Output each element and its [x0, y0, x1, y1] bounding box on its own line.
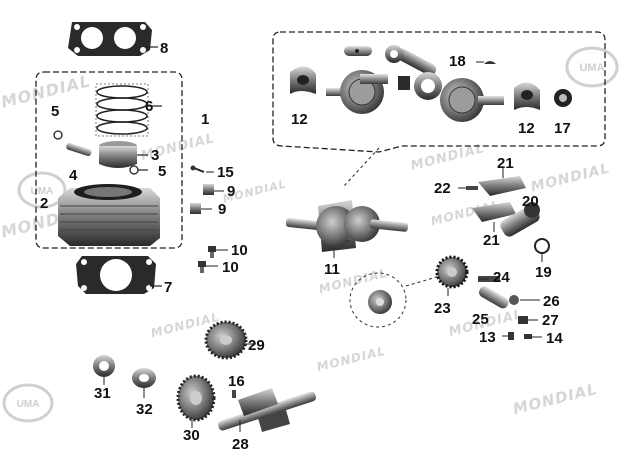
callout-27: 27	[542, 312, 559, 329]
dowel-pin-9b	[190, 203, 212, 214]
gear-29	[204, 320, 256, 360]
washer-26	[509, 295, 540, 305]
callout-10a: 10	[231, 242, 248, 259]
callout-29: 29	[248, 337, 265, 354]
piston-pin-clip	[53, 130, 63, 140]
callout-31: 31	[94, 385, 111, 402]
balancer-shaft-28	[217, 388, 317, 432]
spring-27	[518, 316, 538, 324]
head-gasket	[68, 22, 158, 56]
rocker-arm-21a	[478, 168, 526, 196]
pump-shaft-25	[478, 286, 509, 309]
base-gasket	[76, 256, 162, 294]
small-clip-15	[190, 165, 214, 173]
bolt-10a	[208, 246, 228, 258]
lock-nut-31	[93, 355, 115, 385]
crankshaft-group-frame	[272, 31, 606, 153]
callout-14: 14	[546, 330, 563, 347]
needle-bearing	[398, 76, 410, 90]
shaft-24	[478, 276, 500, 282]
logo-emblem: UMA	[565, 46, 619, 88]
callout-5b: 5	[158, 163, 167, 180]
piston-pin-clip	[129, 165, 148, 175]
callout-24: 24	[493, 269, 510, 286]
logo-emblem-text: UMA	[579, 62, 604, 74]
cylinder-group-frame	[35, 71, 183, 249]
callout-7: 7	[164, 279, 173, 296]
callout-28: 28	[232, 436, 249, 453]
logo-emblem-text: UMA	[31, 186, 54, 197]
callout-30: 30	[183, 427, 200, 444]
woodruff-key-18	[476, 61, 496, 64]
callout-21b: 21	[483, 232, 500, 249]
gear-23	[435, 255, 469, 296]
callout-25: 25	[472, 311, 489, 328]
logo-emblem-text: UMA	[17, 399, 40, 410]
callout-4: 4	[69, 167, 78, 184]
dowel-pin-9a	[203, 184, 224, 195]
connecting-rod	[385, 45, 442, 100]
callout-6: 6	[145, 98, 154, 115]
callout-23: 23	[434, 300, 451, 317]
bearing-half-12-right	[514, 82, 540, 110]
cylinder-block	[58, 184, 160, 246]
crank-web-left	[326, 70, 388, 114]
bearing-half-12-left	[290, 66, 316, 94]
tensioner-20	[500, 202, 540, 237]
piston	[99, 141, 148, 168]
callout-17: 17	[554, 120, 571, 137]
callout-5a: 5	[51, 103, 60, 120]
callout-9a: 9	[227, 183, 236, 200]
crank-pin	[344, 46, 372, 56]
crank-web-right	[440, 78, 504, 122]
crankshaft-assembly	[285, 200, 409, 258]
callout-13: 13	[479, 329, 496, 346]
pin-22	[458, 186, 478, 190]
logo-emblem: UMA	[17, 171, 67, 209]
callout-3: 3	[151, 147, 160, 164]
callout-2: 2	[40, 195, 49, 212]
callout-9b: 9	[218, 201, 227, 218]
callout-11: 11	[324, 261, 340, 278]
logo-emblem: UMA	[2, 383, 54, 423]
piston-rings	[95, 83, 162, 137]
pin-16	[232, 390, 236, 398]
o-ring-19	[534, 238, 550, 262]
callout-19: 19	[535, 264, 552, 281]
callout-20: 20	[522, 193, 539, 210]
callout-10b: 10	[222, 259, 239, 276]
washer-32	[132, 368, 156, 398]
piston-pin	[66, 142, 92, 157]
callout-32: 32	[136, 401, 153, 418]
callout-8: 8	[160, 40, 169, 57]
callout-12b: 12	[518, 120, 535, 137]
callout-12a: 12	[291, 111, 308, 128]
callout-1: 1	[201, 111, 210, 128]
gear-30	[176, 374, 216, 428]
bolt-10b	[198, 261, 218, 273]
callout-16: 16	[228, 373, 245, 390]
dowel-13	[502, 332, 514, 340]
callout-18: 18	[449, 53, 466, 70]
rocker-arm-21b	[472, 202, 516, 232]
callout-21a: 21	[497, 155, 514, 172]
callout-22: 22	[434, 180, 451, 197]
callout-26: 26	[543, 293, 560, 310]
callout-15: 15	[217, 164, 234, 181]
oil-seal-17	[554, 89, 572, 107]
bolt-14	[524, 334, 542, 339]
oil-pump-detail	[349, 272, 441, 328]
